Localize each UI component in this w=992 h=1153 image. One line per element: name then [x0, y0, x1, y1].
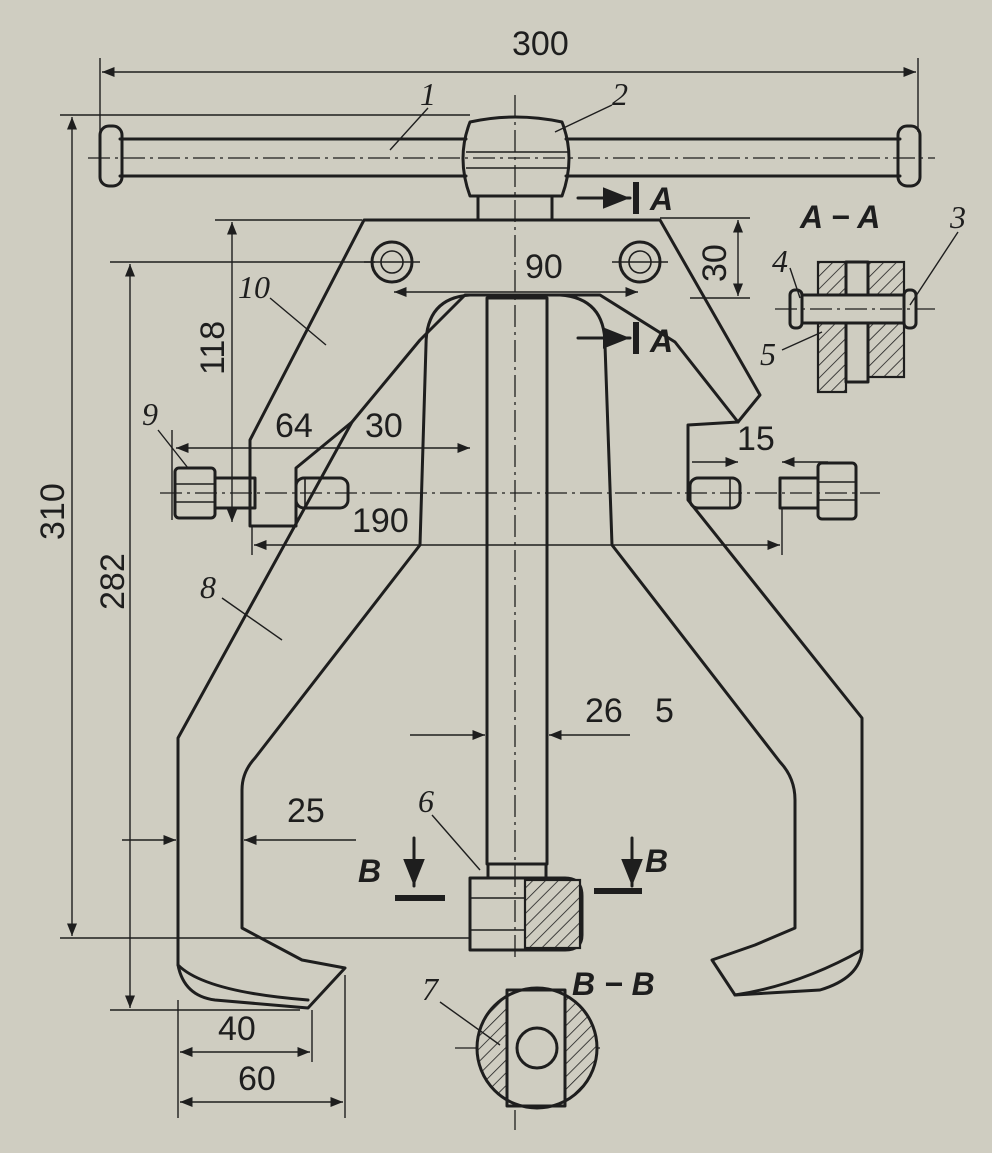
- part-label-9: 9: [142, 396, 158, 432]
- dim-15-label: 15: [737, 420, 775, 458]
- right-bolt: [688, 461, 858, 521]
- dim-118-label: 118: [194, 321, 232, 375]
- section-b-b-view: [475, 986, 599, 1110]
- dim-310-label: 310: [34, 483, 72, 540]
- left-jaw: [176, 343, 428, 1010]
- dimension-texts: 300 310 282 118 90 30 64 30 15 190 26 5 …: [34, 25, 775, 1098]
- part-number-labels: 1 2 3 4 5 6 7 8 9 10: [142, 76, 966, 1007]
- part-label-4: 4: [772, 243, 788, 279]
- dimension-lines: [60, 58, 919, 1118]
- screw-tip: [468, 862, 584, 952]
- section-a-a-view: [775, 260, 935, 394]
- section-a-markers: [576, 182, 639, 354]
- part-label-1: 1: [420, 76, 436, 112]
- dim-25-label: 25: [287, 792, 325, 830]
- part-label-2: 2: [612, 76, 628, 112]
- right-jaw: [603, 343, 864, 997]
- handle-bar: [98, 124, 922, 188]
- section-a-bottom-marker-label: A: [649, 323, 673, 359]
- dim-282-label: 282: [94, 553, 132, 610]
- part-label-8: 8: [200, 569, 216, 605]
- dim-90-label: 90: [525, 248, 563, 286]
- part-label-5: 5: [760, 336, 776, 372]
- dim-190-label: 190: [352, 502, 409, 540]
- part-label-7: 7: [422, 971, 440, 1007]
- dim-5-label: 5: [655, 692, 674, 730]
- dim-64-label: 64: [275, 407, 313, 445]
- dim-40-label: 40: [218, 1010, 256, 1048]
- leader-lines: [157, 104, 959, 1046]
- dim-300-label: 300: [512, 25, 569, 63]
- section-b-left-marker-label: B: [358, 853, 381, 889]
- crosshead: [248, 218, 762, 528]
- section-labels: A A A − A B B B − B: [358, 181, 880, 1002]
- section-b-markers: [395, 836, 643, 901]
- handle-hub: [461, 115, 571, 222]
- dim-30-top-label: 30: [696, 244, 734, 282]
- section-a-a-title: A − A: [799, 199, 880, 235]
- left-bolt: [173, 466, 350, 520]
- dim-30-mid-label: 30: [365, 407, 403, 445]
- part-label-6: 6: [418, 783, 434, 819]
- part-label-10: 10: [238, 269, 270, 305]
- dim-26-label: 26: [585, 692, 623, 730]
- part-label-3: 3: [949, 199, 966, 235]
- dim-60-label: 60: [238, 1060, 276, 1098]
- section-b-right-marker-label: B: [645, 843, 668, 879]
- section-b-b-title: B − B: [572, 966, 655, 1002]
- section-a-top-marker-label: A: [649, 181, 673, 217]
